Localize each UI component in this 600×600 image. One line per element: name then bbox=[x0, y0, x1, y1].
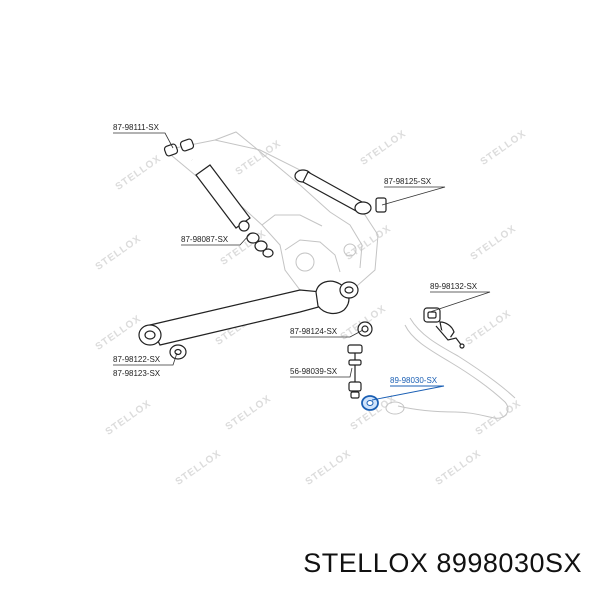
watermark-logo: STELLOX bbox=[114, 153, 164, 192]
stabilizer-bar-outline bbox=[385, 317, 516, 419]
label-56-98039: 56-98039-SX bbox=[290, 367, 338, 376]
subframe-outline bbox=[163, 131, 379, 306]
footer-caption: STELLOX 8998030SX bbox=[0, 548, 582, 579]
label-89-98030: 89-98030-SX bbox=[390, 376, 438, 385]
watermark-logo: STELLOX bbox=[479, 128, 529, 167]
lower-trailing-arm bbox=[138, 280, 359, 346]
part-labels: 87-98111-SX 87-98125-SX 87-98087-SX 89-9… bbox=[113, 123, 478, 385]
watermark-logo: STELLOX bbox=[434, 448, 484, 487]
label-87-98124: 87-98124-SX bbox=[290, 327, 338, 336]
brand-name: STELLOX bbox=[303, 548, 429, 578]
watermark-logo: STELLOX bbox=[304, 448, 354, 487]
stabilizer-link bbox=[347, 344, 363, 399]
label-89-98132: 89-98132-SX bbox=[430, 282, 478, 291]
watermark-logo: STELLOX bbox=[359, 128, 409, 167]
label-87-98111: 87-98111-SX bbox=[113, 123, 160, 132]
highlighted-stabilizer-bushing bbox=[361, 395, 379, 411]
stabilizer-mount-bracket bbox=[423, 307, 465, 349]
watermark-logo: STELLOX bbox=[174, 448, 224, 487]
watermark-logo: STELLOX bbox=[104, 398, 154, 437]
upper-control-link bbox=[294, 169, 387, 215]
watermark-logo: STELLOX bbox=[469, 223, 519, 262]
leader-lines bbox=[113, 132, 491, 401]
part-number: 8998030SX bbox=[436, 548, 582, 578]
shock-lower-bushings bbox=[238, 220, 274, 258]
watermark-logo: STELLOX bbox=[344, 223, 394, 262]
label-87-98087: 87-98087-SX bbox=[181, 235, 229, 244]
watermark-logo: STELLOX bbox=[94, 313, 144, 352]
watermark-logo: STELLOX bbox=[94, 233, 144, 272]
label-87-98122: 87-98122-SX bbox=[113, 355, 161, 364]
label-87-98123: 87-98123-SX bbox=[113, 369, 161, 378]
watermark-logo: STELLOX bbox=[224, 393, 274, 432]
label-87-98125: 87-98125-SX bbox=[384, 177, 432, 186]
lower-arm-bushings bbox=[169, 321, 373, 360]
shock-absorber bbox=[163, 138, 251, 229]
watermark-logo: STELLOX bbox=[464, 308, 514, 347]
